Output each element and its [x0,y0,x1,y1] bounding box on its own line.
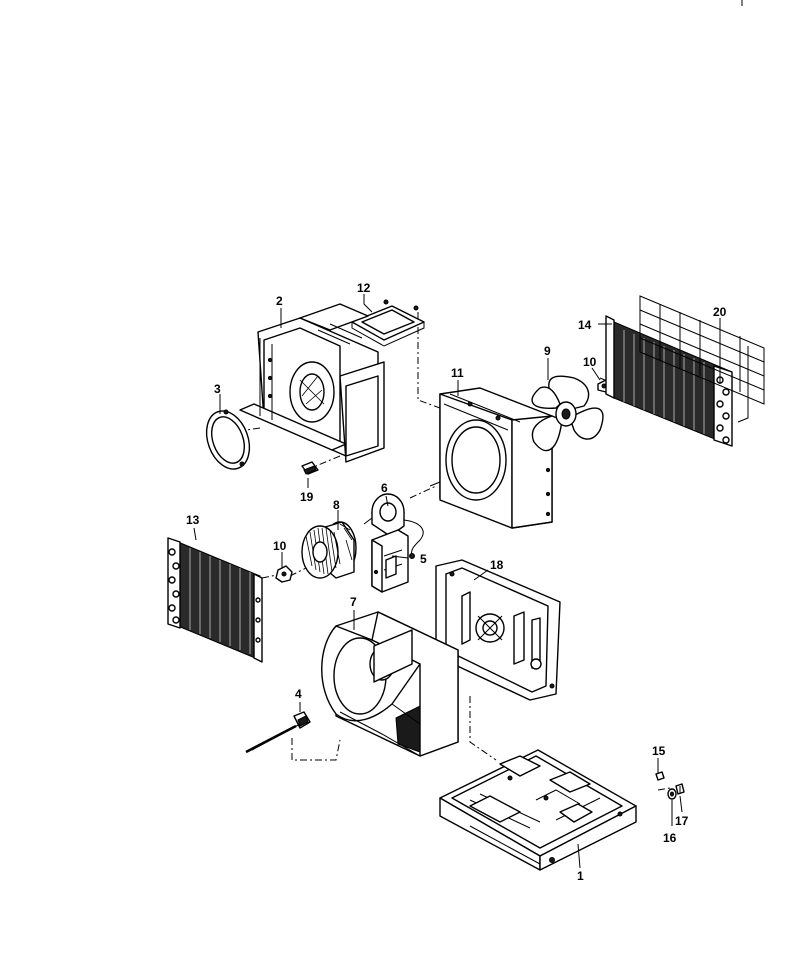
part-18-panel [435,559,561,701]
part-20-grille [639,295,765,423]
part-13-evaporator-coil [167,537,263,663]
part-3-ring [205,409,251,470]
callout-12: 12 [357,281,371,295]
callout-10-upper: 10 [583,355,597,369]
callout-2: 2 [276,294,283,308]
callout-11: 11 [451,366,464,380]
callout-7: 7 [350,595,357,609]
callout-16: 16 [663,831,677,845]
part-5-motor-mount [371,529,409,593]
part-10-lower-nut [275,565,293,583]
callout-19: 19 [300,490,314,504]
leader-lines [193,294,721,869]
callout-8: 8 [333,498,340,512]
part-1-base-pan [439,749,637,871]
part-16-washer [667,788,677,800]
callout-3: 3 [214,382,221,396]
part-8-blower-wheel [301,521,357,579]
part-2-partition [239,303,385,463]
callout-6: 6 [381,481,388,495]
part-9-fan-blade [531,375,604,452]
part-7-scroll-housing [321,611,459,757]
callout-18: 18 [490,558,504,572]
part-15-screw [655,771,665,781]
callout-4: 4 [295,687,302,701]
callout-13: 13 [186,513,200,527]
callout-17: 17 [675,814,689,828]
part-12-bracket [351,299,425,347]
callout-14: 14 [578,318,592,332]
part-17-nut [675,783,685,795]
part-19-clip [301,461,319,475]
part-4-thermostat [245,711,311,754]
part-14-condenser-coil [605,315,733,447]
callout-labels: 2 12 3 19 11 9 10 14 20 6 8 5 10 13 18 7… [186,281,727,883]
callout-20: 20 [713,305,727,319]
callout-10-lower: 10 [273,539,287,553]
callout-9: 9 [544,344,551,358]
callout-1: 1 [577,869,584,883]
callout-5: 5 [420,552,427,566]
part-11-shroud [429,387,553,529]
callout-15: 15 [652,744,666,758]
part-6-motor [363,493,424,559]
